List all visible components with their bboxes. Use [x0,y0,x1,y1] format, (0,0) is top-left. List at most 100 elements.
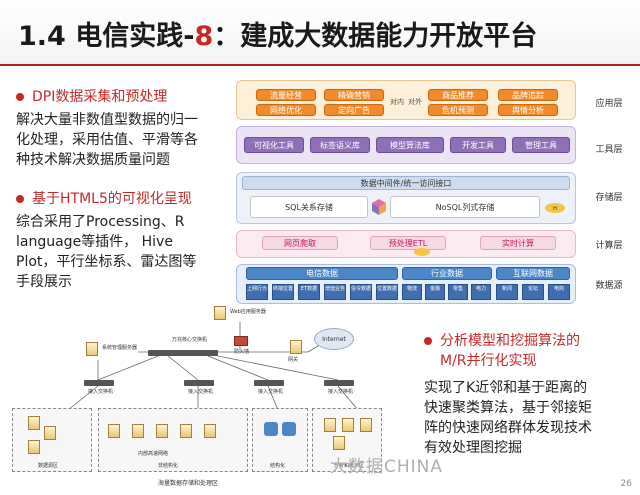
access-switch-icon [184,380,214,386]
source-sub-item: 物流 [402,284,422,300]
source-industry: 行业数据 [402,267,492,280]
hadoop-server-icon [180,424,192,438]
database-icon [282,422,296,436]
app-item: 定向广告 [324,104,384,116]
network-diagram: Web应用服务器 防火墙 网关 Internet 万兆核心交换机 系统管理服务器… [8,300,408,490]
internet-label: Internet [322,335,346,343]
web-server-icon [214,306,226,320]
tool-item: 可视化工具 [244,137,304,153]
gateway-label: 网关 [288,357,299,363]
access-switch-icon [254,380,284,386]
app-internal-label: 对内 [390,98,404,106]
hadoop-server-icon [204,424,216,438]
zone-data-source [12,408,92,472]
sql-storage-box: SQL关系存储 [250,196,368,218]
compute-item: 预处理ETL [370,236,446,250]
tool-item: 管理工具 [512,137,570,153]
source-sub-item: 信令数据 [350,284,372,300]
compute-item: 实时计算 [480,236,556,250]
access-switch-label: 接入交换机 [258,389,284,395]
zone-unstructured [98,408,248,472]
database-icon [264,422,278,436]
server-icon [44,426,56,440]
inner-network-label: 内部高速网络 [138,451,169,457]
bullet-dot-icon [16,93,24,101]
compute-layer-label: 计算层 [595,241,623,251]
tool-item: 标签语义库 [310,137,370,153]
bullet-html5: 基于HTML5的可视化呈现 [16,188,192,208]
app-item: 网络优化 [256,104,316,116]
server-icon [28,416,40,430]
page-title: 1.4 电信实践-8：建成大数据能力开放平台 [18,21,538,52]
bullet-mr-line2: M/R并行化实现 [440,353,537,369]
hadoop-logo-icon [412,246,432,258]
tool-item: 开发工具 [450,137,506,153]
middleware-bar: 数据中间件/统一访问接口 [242,176,570,190]
server-icon [360,418,372,432]
firewall-label: 防火墙 [234,349,250,355]
source-sub-item: 电商 [548,284,570,300]
zone-structured [252,408,308,472]
source-sub-item: 新闻 [496,284,518,300]
paragraph-html5: 综合采用了Processing、R language等插件， Hive Plot… [16,214,197,290]
source-sub-item: 位置数据 [376,284,398,300]
compute-item: 网页爬取 [262,236,338,250]
web-server-label: Web应用服务器 [230,309,266,315]
cube-icon [372,196,386,218]
hadoop-logo-icon: H [542,196,568,218]
title-background [0,0,640,64]
gateway-icon [290,340,302,354]
zone-analysis-label: 分析和展示区 [334,463,365,469]
watermark: 大数据CHINA [330,457,444,477]
server-icon [342,418,354,432]
internet-cloud-icon: Internet [314,328,354,350]
source-layer-label: 数据源 [595,281,623,291]
bullet-dpi: DPI数据采集和预处理 [16,86,167,106]
app-layer-label: 应用层 [595,99,623,109]
architecture-diagram: 流量经营 精确营销 网络优化 定向广告 对内 对外 商品推荐 品牌追踪 危机预测… [236,80,636,304]
bullet-dot-icon [424,337,432,345]
source-sub-item: 增值业务 [324,284,346,300]
management-server-label: 系统管理服务器 [102,345,138,351]
paragraph-dpi: 解决大量非数值型数据的归一 化处理，采用估值、平滑等各 种技术解决数据质量问题 [16,112,198,168]
app-item: 危机预测 [428,104,488,116]
access-switch-icon [324,380,354,386]
zone-unstructured-label: 非结构化 [158,463,179,469]
hadoop-server-icon [132,424,144,438]
access-switch-label: 接入交换机 [88,389,114,395]
app-external-label: 对外 [408,98,422,106]
storage-layer-label: 存储层 [595,193,623,203]
nosql-storage-box: NoSQL列式存储 [390,196,540,218]
page-number: 26 [620,479,632,489]
server-icon [28,440,40,454]
server-icon [333,436,345,450]
app-item: 精确营销 [324,89,384,101]
server-icon [324,418,336,432]
zone-structured-label: 结构化 [270,463,286,469]
paragraph-mr: 实现了K近邻和基于距离的 快速聚类算法，基于邻接矩 阵的快速网络群体发现技术 有… [424,380,592,456]
bullet-mr: 分析模型和挖掘算法的 [424,330,580,350]
storage-zone-caption: 海量数据存储和处理区 [158,480,219,487]
core-switch-label: 万兆核心交换机 [172,337,208,343]
hadoop-server-icon [156,424,168,438]
source-internet: 互联网数据 [496,267,570,280]
access-switch-icon [84,380,114,386]
source-sub-item: 金融 [425,284,445,300]
app-item: 商品推荐 [428,89,488,101]
source-sub-item: ET数据 [298,284,320,300]
source-telecom: 电信数据 [246,267,398,280]
app-item: 流量经营 [256,89,316,101]
app-item: 品牌追踪 [498,89,558,101]
core-switch-icon [148,350,218,356]
firewall-icon [234,336,248,346]
source-sub-item: 零售 [448,284,468,300]
management-server-icon [86,342,98,356]
zone-data-source-label: 数据源区 [38,463,59,469]
source-sub-item: 电力 [471,284,491,300]
tool-layer-label: 工具层 [595,145,623,155]
hadoop-server-icon [108,424,120,438]
bullet-dot-icon [16,195,24,203]
svg-text:H: H [553,206,557,212]
access-switch-label: 接入交换机 [188,389,214,395]
app-item: 舆情分析 [498,104,558,116]
